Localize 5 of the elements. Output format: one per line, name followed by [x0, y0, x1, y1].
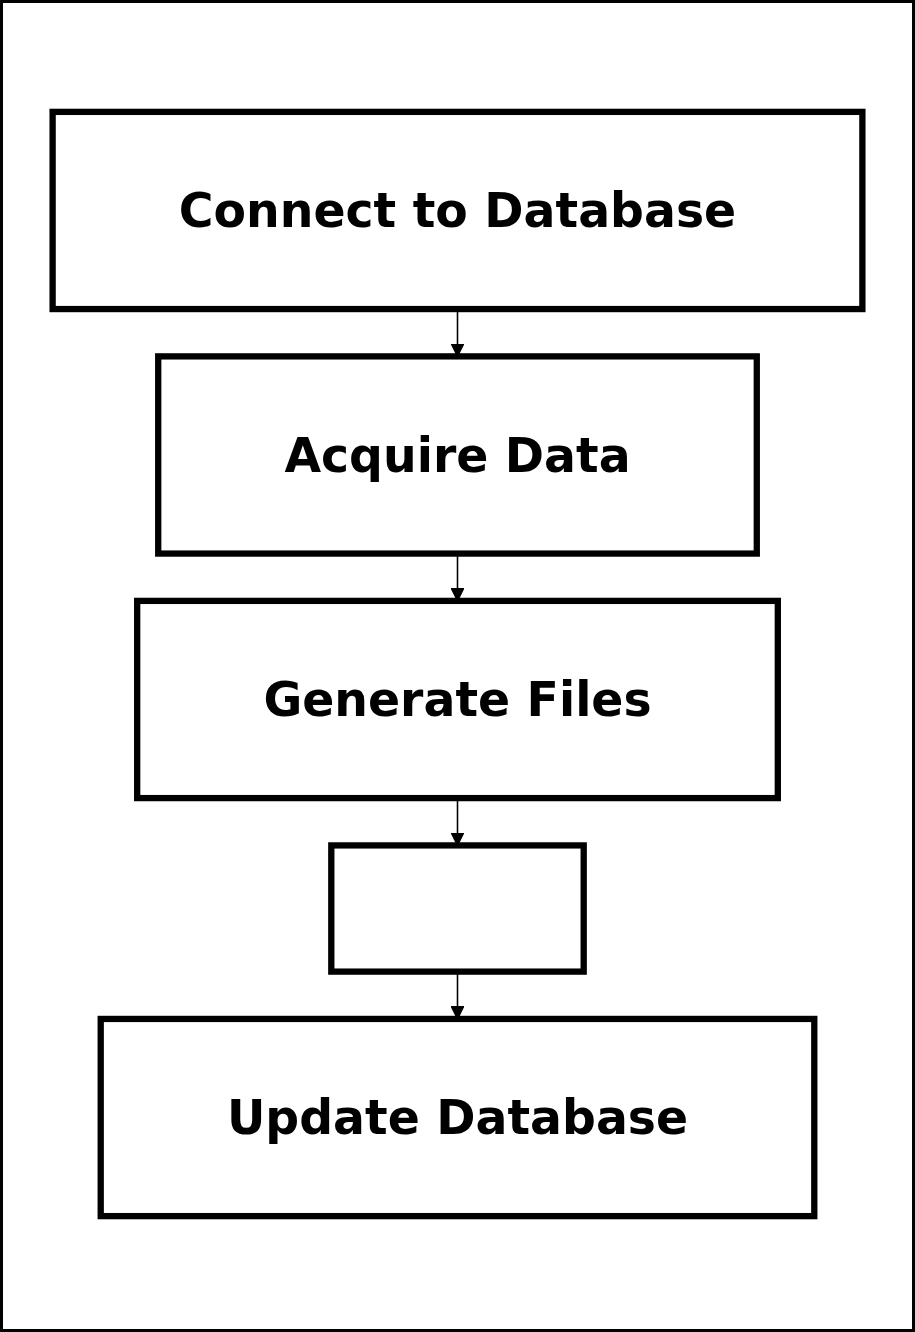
node-box: Generate Files	[134, 597, 781, 802]
node-box	[328, 842, 587, 975]
node-box: Update Database	[97, 1015, 818, 1220]
node-box: Acquire Data	[155, 353, 760, 557]
node-box: Connect to Database	[49, 108, 866, 313]
